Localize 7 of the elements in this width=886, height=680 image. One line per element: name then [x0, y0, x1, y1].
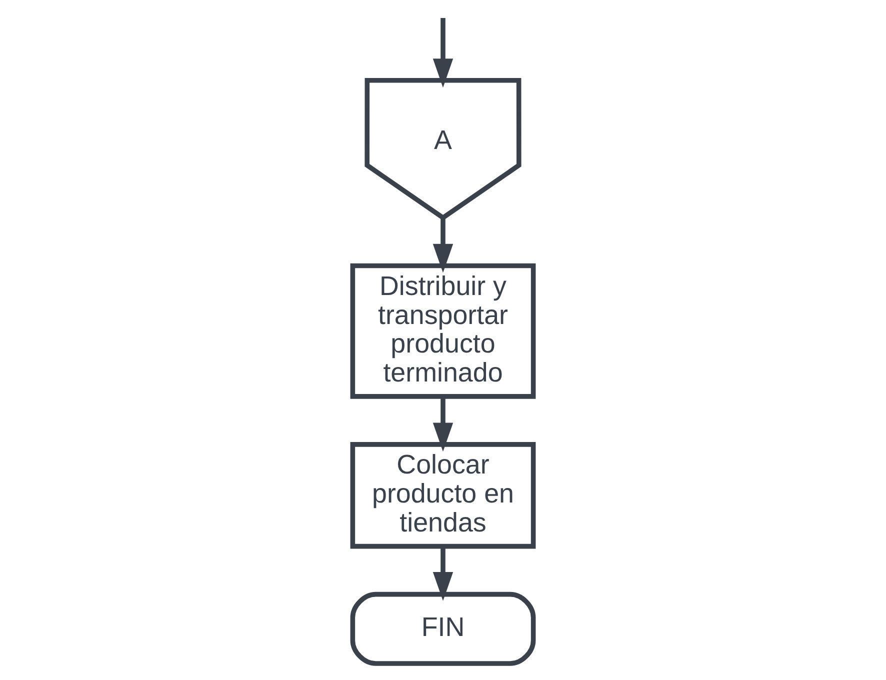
node-box: Colocar producto en tiendas [350, 442, 536, 549]
arrow [432, 396, 454, 452]
arrow [432, 18, 454, 88]
arrow [432, 546, 454, 601]
node-box: FIN [350, 592, 536, 666]
arrow [432, 218, 454, 273]
node-box: Distribuir y transportar producto terminado [350, 263, 536, 399]
